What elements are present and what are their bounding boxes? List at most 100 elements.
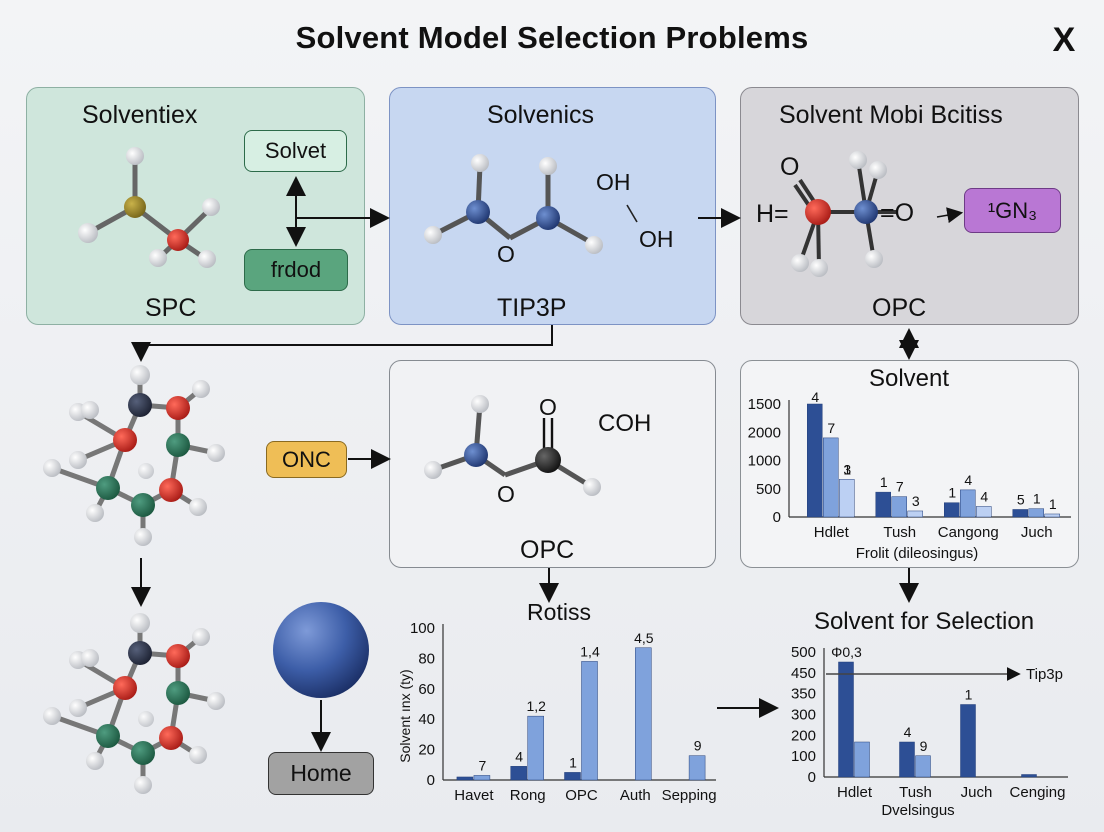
y-axis-label: Solvent ınx (ty) bbox=[398, 669, 413, 762]
bar-tush-s2 bbox=[915, 755, 931, 778]
solvet-box: Solvet bbox=[244, 130, 347, 172]
data-label: 4,5 bbox=[634, 630, 654, 646]
bar-cenging-s1 bbox=[1021, 774, 1037, 778]
bar-cangong-s2 bbox=[960, 489, 976, 518]
selection-chart: Solvent for Selection0100200300350450500… bbox=[791, 608, 1068, 819]
o-right-label: =O bbox=[880, 199, 915, 227]
data-label: 1 bbox=[1033, 491, 1041, 507]
spc-panel-title: Solventiex bbox=[82, 101, 198, 129]
x-tick-label: Juch bbox=[961, 784, 993, 801]
y-tick-label: 0 bbox=[427, 772, 435, 789]
bar-cangong-s1 bbox=[944, 502, 960, 518]
home-button[interactable]: Home bbox=[268, 752, 374, 795]
chart-title: Rotiss bbox=[527, 599, 591, 625]
onc-box: ONC bbox=[266, 441, 347, 478]
mid-caption: OPC bbox=[520, 536, 575, 564]
y-tick-label: 450 bbox=[791, 665, 816, 682]
mid-o-top: O bbox=[539, 394, 557, 420]
close-icon[interactable]: X bbox=[1052, 21, 1076, 59]
bar-juch-s3 bbox=[1044, 513, 1060, 518]
solvent-chart-panel bbox=[740, 360, 1079, 568]
data-label: 7 bbox=[479, 757, 487, 773]
data-label: 1,2 bbox=[526, 698, 546, 714]
x-tick-label: Hdlet bbox=[837, 784, 873, 801]
bar-rong-s1 bbox=[510, 766, 527, 781]
bar-juch-s2 bbox=[1028, 508, 1044, 518]
data-label: 1 bbox=[843, 461, 851, 477]
bar-tush-s3 bbox=[907, 510, 923, 518]
h-label: H= bbox=[756, 200, 789, 228]
o-top-label: O bbox=[780, 153, 800, 181]
y-tick-label: 60 bbox=[418, 681, 435, 698]
tip3p-caption: TIP3P bbox=[497, 294, 567, 322]
y-tick-label: 20 bbox=[418, 742, 435, 759]
y-tick-label: 500 bbox=[756, 481, 781, 498]
y-tick-label: 100 bbox=[791, 748, 816, 765]
coh-label: COH bbox=[598, 410, 652, 437]
y-tick-label: 1000 bbox=[748, 453, 781, 470]
x-tick-label: Tush bbox=[883, 524, 916, 541]
x-tick-label: Cenging bbox=[1010, 784, 1066, 801]
opc-caption: OPC bbox=[872, 294, 927, 322]
data-label: 9 bbox=[920, 738, 928, 754]
bar-rong-s2 bbox=[527, 715, 544, 781]
bar-hdlet-s1 bbox=[838, 661, 854, 778]
tip3p-panel bbox=[389, 87, 716, 325]
bar-auth-s2 bbox=[635, 647, 652, 781]
bar-tush-s2 bbox=[891, 496, 907, 518]
bar-juch-s1 bbox=[1012, 509, 1028, 518]
annotation-label: Tip3p bbox=[1026, 666, 1063, 683]
page-title: Solvent Model Selection Problems bbox=[295, 20, 809, 55]
data-label: 3 bbox=[843, 461, 851, 477]
data-label: 1 bbox=[1049, 496, 1057, 512]
data-label: 1 bbox=[569, 754, 577, 770]
mid-o-bottom: O bbox=[497, 481, 515, 507]
x-tick-label: OPC bbox=[565, 787, 598, 804]
bar-hdlet-s1 bbox=[807, 403, 823, 518]
y-tick-label: 200 bbox=[791, 727, 816, 744]
data-label: 1 bbox=[965, 687, 973, 703]
bar-havet-s2 bbox=[473, 775, 491, 781]
bar-cangong-s3 bbox=[976, 506, 992, 518]
oh-top-label: OH bbox=[596, 169, 631, 195]
oh-bottom-label: OH bbox=[639, 226, 674, 252]
opc-panel-title: Solvent Mobi Bcitiss bbox=[779, 101, 1003, 129]
data-label: 1 bbox=[948, 485, 956, 501]
x-tick-label: Havet bbox=[454, 787, 494, 804]
y-tick-label: 350 bbox=[791, 686, 816, 703]
x-axis-label: Frolit (dileosingus) bbox=[856, 545, 979, 562]
data-label: Φ0,3 bbox=[831, 644, 862, 660]
gn3-badge: ¹GN₃ bbox=[964, 188, 1061, 233]
spc-caption: SPC bbox=[145, 294, 197, 322]
data-label: 7 bbox=[896, 479, 904, 495]
y-tick-label: 80 bbox=[418, 650, 435, 667]
y-tick-label: 1500 bbox=[748, 396, 781, 413]
tip3p-o-label: O bbox=[497, 241, 515, 267]
x-tick-label: Cangong bbox=[938, 524, 999, 541]
data-label: 4 bbox=[904, 724, 912, 740]
y-tick-label: 100 bbox=[410, 620, 435, 637]
x-tick-label: Auth bbox=[620, 787, 651, 804]
x-tick-label: Sepping bbox=[662, 787, 717, 804]
y-tick-label: 300 bbox=[791, 707, 816, 724]
y-tick-label: 0 bbox=[773, 509, 781, 526]
bar-hdlet-s2 bbox=[823, 437, 839, 518]
x-tick-label: Rong bbox=[510, 787, 546, 804]
bar-hdlet-s2 bbox=[854, 741, 870, 778]
x-tick-label: Tush bbox=[899, 784, 932, 801]
y-tick-label: 2000 bbox=[748, 424, 781, 441]
data-label: 4 bbox=[980, 488, 988, 504]
x-tick-label: Hdlet bbox=[814, 524, 850, 541]
data-label: 4 bbox=[964, 472, 972, 488]
data-label: 3 bbox=[912, 493, 920, 509]
bar-havet-s1 bbox=[456, 776, 474, 781]
data-label: 7 bbox=[827, 420, 835, 436]
bar-sepping-s2 bbox=[688, 755, 706, 781]
bar-tush-s1 bbox=[899, 741, 915, 778]
y-tick-label: 40 bbox=[418, 711, 435, 728]
data-label: 1,4 bbox=[580, 643, 600, 659]
data-label: 5 bbox=[1017, 491, 1025, 507]
